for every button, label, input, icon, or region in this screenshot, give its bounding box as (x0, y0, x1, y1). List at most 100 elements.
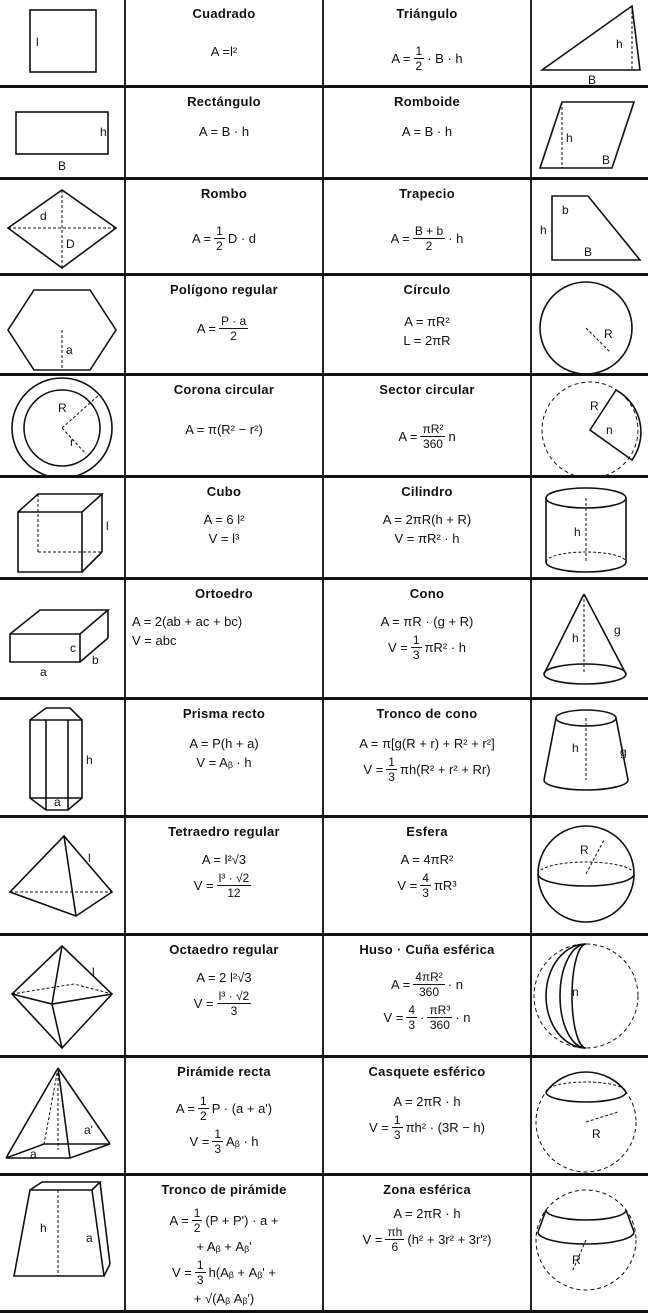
numerator: 4 (406, 1003, 418, 1018)
formula-text: A = πR · (g + R) (380, 614, 474, 629)
formulas: A = P(h + a)V = Aᵦ · h (126, 732, 322, 774)
formula-text: + Aᵦ + Aᵦ' (196, 1239, 252, 1254)
numerator: P · a (219, 314, 249, 329)
formula-text: · n (455, 1010, 471, 1025)
svg-text:a: a (86, 1231, 93, 1245)
shape-title: Tronco de cono (376, 706, 478, 721)
shape-cell-left: l (0, 818, 124, 933)
formula-cell-left: Corona circular A = π(R² − r²) (126, 376, 322, 475)
shape-figure: R (537, 825, 635, 923)
fraction: 4πR² 360 (413, 970, 445, 999)
numerator: 4πR² (413, 970, 445, 985)
formula-text: A = 2 l²√3 (196, 970, 252, 985)
shape-cell-left: l (0, 478, 124, 577)
shape-figure: Rr (11, 377, 113, 475)
formula-cell-left: Prisma recto A = P(h + a)V = Aᵦ · h (126, 700, 322, 815)
formula-text: V = (189, 1134, 210, 1149)
formula-cell-left: Tronco de pirámide A = 1 2(P + P') · a +… (126, 1176, 322, 1310)
shape-figure: l (10, 944, 114, 1050)
svg-text:h: h (574, 525, 581, 539)
shape-figure: l (29, 9, 97, 73)
formula-text: πR³ (433, 878, 457, 893)
formula-text: πR² · h (424, 640, 467, 655)
formula-text: A = B · h (401, 124, 453, 139)
denominator: 3 (230, 1004, 238, 1018)
denominator: 2 (193, 1221, 201, 1235)
shape-figure: dD (6, 189, 118, 269)
denominator: 12 (227, 886, 241, 900)
formula-text: A = (390, 231, 410, 246)
svg-text:R: R (58, 401, 67, 415)
numerator: 1 (191, 1206, 203, 1221)
formulas: A = B · h (324, 120, 530, 143)
shape-figure: R (535, 1071, 637, 1173)
shape-title: Tronco de pirámide (161, 1182, 287, 1197)
shape-title: Corona circular (173, 382, 275, 397)
denominator: 2 (230, 329, 237, 343)
denominator: 3 (408, 1018, 416, 1032)
formula-line: A = P · a 2 (126, 314, 322, 343)
shape-title: Polígono regular (169, 282, 279, 297)
fraction: πR² 360 (420, 422, 446, 451)
fraction: 1 3 (386, 755, 397, 784)
formula-text: πh(R² + r² + Rr) (399, 762, 491, 777)
formulas: A = 2(ab + ac + bc) V = abc (126, 610, 322, 652)
svg-text:g: g (614, 623, 621, 637)
shape-title: Círculo (403, 282, 451, 297)
denominator: 3 (422, 886, 429, 900)
svg-text:n: n (572, 985, 579, 999)
numerator: 1 (386, 755, 397, 770)
svg-text:h: h (540, 223, 547, 237)
denominator: 360 (422, 437, 443, 451)
formula-line: A = π(R² − r²) (126, 422, 322, 437)
shape-title: Cono (409, 586, 445, 601)
formula-line: A = 2(ab + ac + bc) (126, 614, 322, 629)
denominator: 3 (412, 648, 420, 662)
shape-figure: R (535, 1189, 637, 1291)
formula-line: A = 2πR · h (324, 1094, 530, 1109)
shape-title: Prisma recto (182, 706, 266, 721)
svg-text:h: h (572, 631, 579, 645)
shape-figure: cab (9, 609, 111, 679)
formula-text: A = 4πR² (400, 852, 454, 867)
shape-cell-right: R (532, 818, 648, 933)
formula-text: A = P(h + a) (189, 736, 259, 751)
shape-title: Huso · Cuña esférica (359, 942, 495, 957)
formula-text: V = abc (132, 633, 177, 648)
shape-figure: l (8, 834, 114, 917)
svg-text:B: B (58, 159, 66, 173)
formula-line: V = πh 6(h² + 3r² + 3r'²) (324, 1225, 530, 1254)
svg-text:h: h (100, 125, 107, 139)
shape-cell-left: a (0, 276, 124, 373)
svg-text:a': a' (84, 1123, 93, 1137)
shape-figure: a (7, 289, 117, 371)
fraction: 1 2 (191, 1206, 203, 1235)
formula-text: V = (387, 640, 408, 655)
fraction: l³ · √2 3 (216, 989, 252, 1018)
svg-text:l: l (106, 519, 109, 533)
formula-text: A = 2πR · h (393, 1094, 461, 1109)
formula-line: A = l² (126, 44, 322, 59)
shape-title: Trapecio (399, 186, 455, 201)
fraction: πR³ 360 (427, 1003, 453, 1032)
formula-text: L = 2πR (403, 333, 451, 348)
formula-text: A = π(R² − r²) (185, 422, 263, 437)
formula-line: A = 6 l² (126, 512, 322, 527)
denominator: 3 (393, 1128, 401, 1142)
formulas: A = B + b 2· h (324, 220, 530, 257)
